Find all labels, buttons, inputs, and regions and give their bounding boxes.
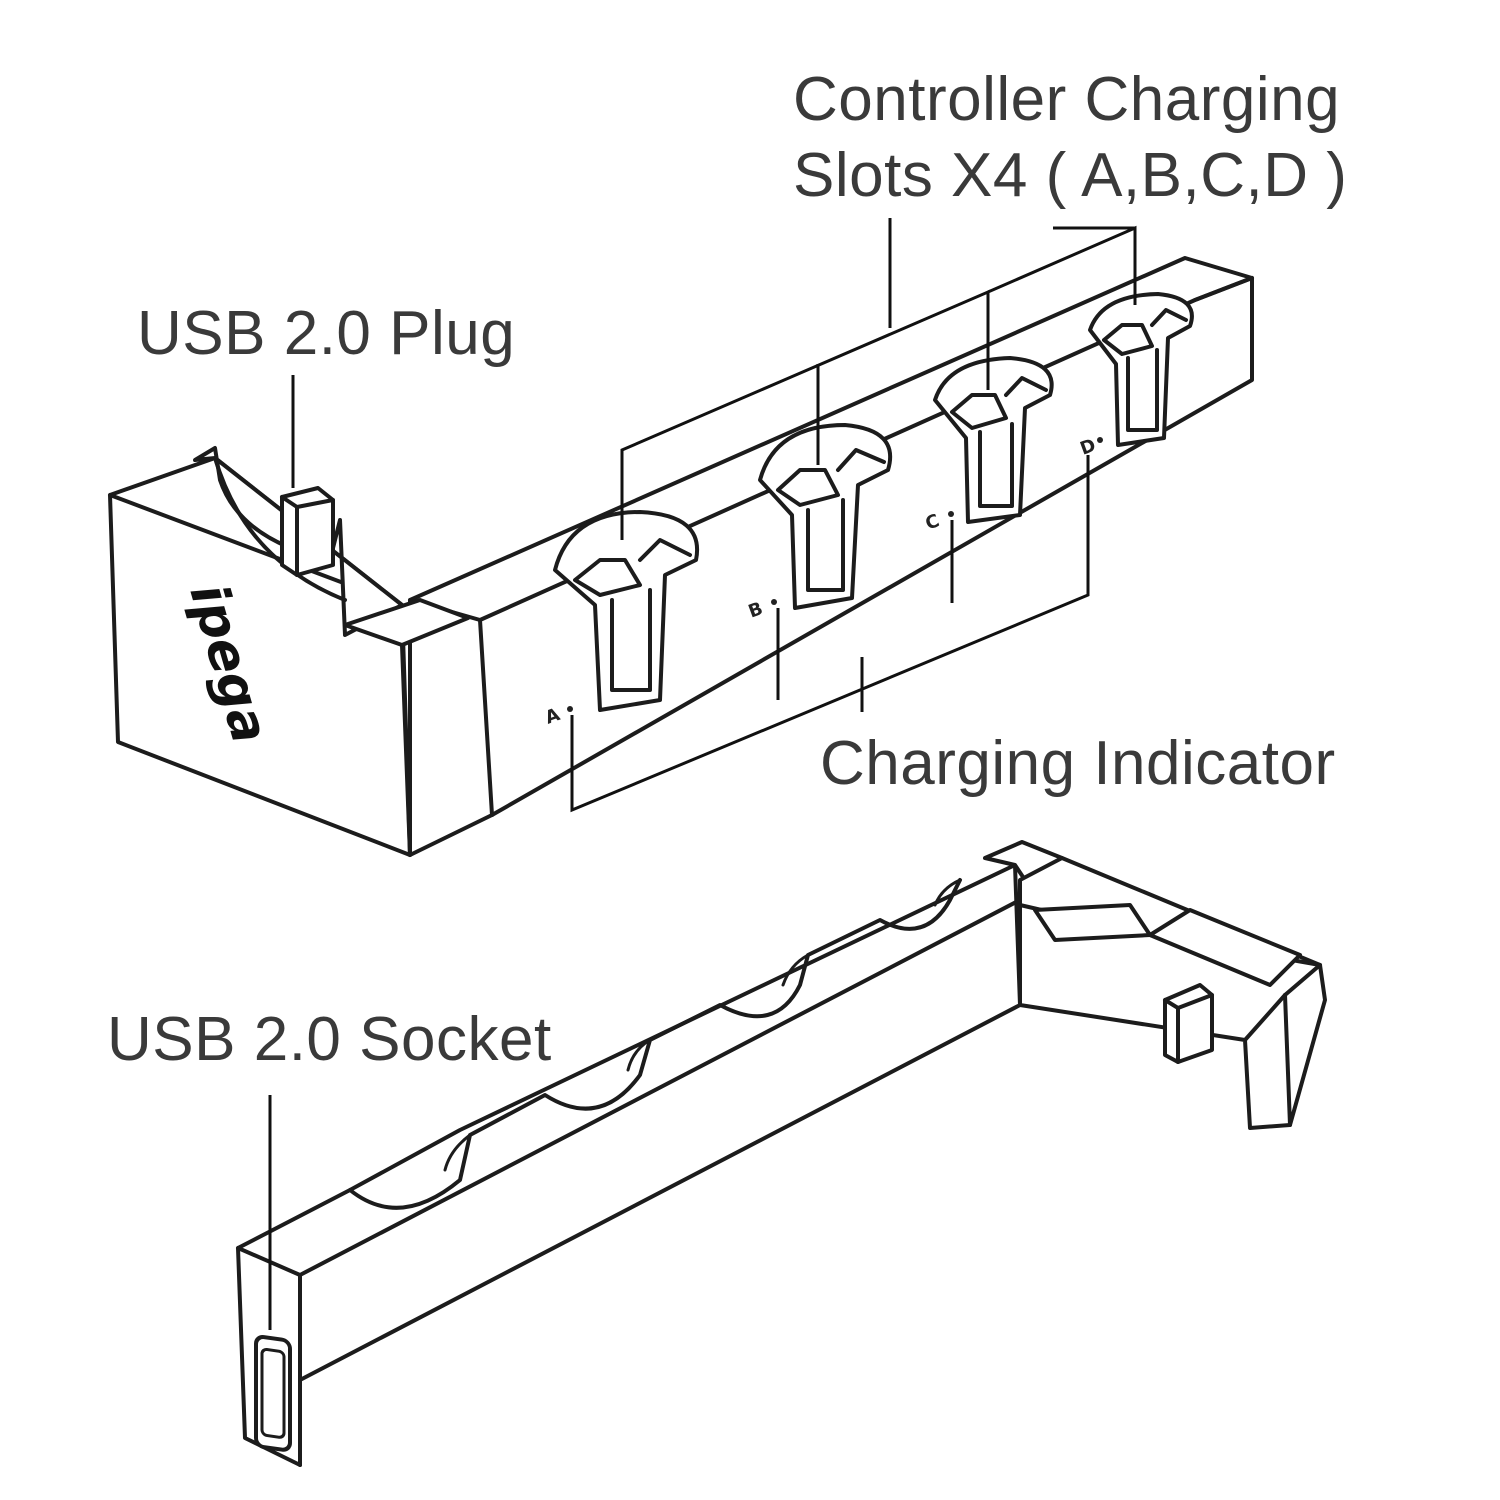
bottom-right-end-frame — [1018, 856, 1327, 1130]
label-slots-line1: Controller Charging — [793, 65, 1341, 134]
label-usb-plug: USB 2.0 Plug — [137, 299, 516, 368]
usb-plug-receiver — [1163, 983, 1214, 1064]
bottom-base-unit — [236, 840, 1327, 1467]
label-slots-line2: Slots X4 ( A,B,C,D ) — [793, 141, 1348, 210]
indicator-led-a — [567, 706, 573, 712]
charging-slot-c — [933, 356, 1054, 524]
indicator-d: D — [1077, 435, 1098, 460]
label-controller-charging-slots: Controller Charging Slots X4 ( A,B,C,D ) — [793, 62, 1347, 214]
charging-slot-d — [1088, 292, 1194, 447]
indicator-b: B — [746, 598, 766, 622]
bottom-rail-body — [236, 863, 1022, 1467]
indicator-a: A — [542, 704, 562, 729]
callout-lines — [268, 218, 1137, 1330]
charging-slot-b — [758, 423, 893, 610]
usb-socket-port — [254, 1335, 292, 1452]
bottom-rail-cradles — [348, 878, 962, 1210]
usb-plug-tab — [280, 486, 335, 577]
label-usb-socket: USB 2.0 Socket — [107, 1005, 552, 1074]
top-dock-unit: ipega — [108, 256, 1254, 857]
charging-slot-a — [553, 510, 700, 712]
indicator-led-b — [771, 599, 777, 605]
indicator-led-d — [1097, 437, 1103, 443]
label-charging-indicator: Charging Indicator — [820, 729, 1336, 798]
indicator-led-c — [948, 511, 954, 517]
